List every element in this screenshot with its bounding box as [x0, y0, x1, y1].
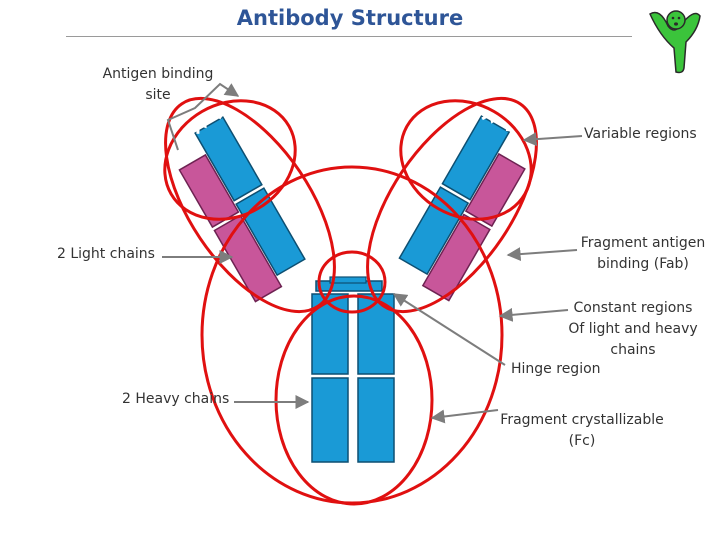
outline-hinge — [317, 250, 387, 314]
leader-lines — [162, 82, 583, 424]
label-fab-line2: binding (Fab) — [597, 256, 689, 272]
arrow-variable-regions — [522, 132, 583, 147]
label-variable-regions: Variable regions — [584, 126, 697, 142]
label-antigen-binding-site: Antigen binding site — [96, 64, 220, 106]
arrow-fab — [506, 247, 578, 262]
slide-title: Antibody Structure — [236, 6, 464, 30]
label-constant-line3: chains — [610, 342, 656, 358]
label-fab-line1: Fragment antigen — [580, 235, 706, 251]
title-underline — [66, 36, 632, 37]
right-fab-arm — [398, 112, 526, 302]
left-fab-arm — [178, 110, 306, 303]
fc-stem — [311, 293, 395, 463]
label-constant-line2: Of light and heavy — [568, 321, 698, 337]
label-fc-line1: Fragment crystallizable — [500, 412, 664, 428]
label-fab: Fragment antigen binding (Fab) — [572, 233, 714, 275]
label-hinge-region: Hinge region — [511, 361, 601, 377]
region-outlines — [163, 96, 538, 506]
arrow-antigen-site — [166, 82, 240, 151]
arrow-constant-regions — [498, 307, 569, 322]
label-antigen-line1: Antigen binding — [102, 66, 214, 82]
outline-right-fab — [366, 96, 538, 314]
label-fc-line2: (Fc) — [568, 433, 596, 449]
outline-left-variable — [163, 99, 297, 221]
left-antigen-binding-notch — [196, 110, 222, 134]
outline-fc — [274, 294, 434, 506]
label-constant-line1: Constant regions — [573, 300, 693, 316]
label-antigen-line2: site — [145, 87, 171, 103]
hinge — [315, 276, 383, 292]
label-constant-regions: Constant regions Of light and heavy chai… — [560, 298, 706, 361]
label-fc: Fragment crystallizable (Fc) — [494, 410, 670, 452]
label-light-chains: 2 Light chains — [57, 246, 155, 262]
arrow-fc — [430, 409, 499, 424]
logo-icon — [649, 10, 701, 74]
arrow-hinge-region — [392, 293, 506, 366]
label-heavy-chains: 2 Heavy chains — [122, 391, 230, 407]
